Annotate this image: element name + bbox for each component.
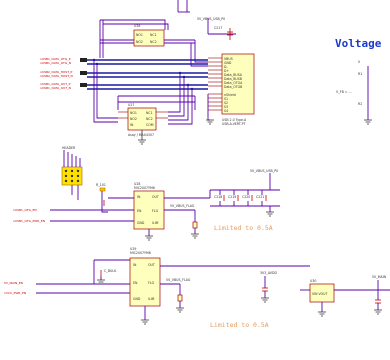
- net-otg-en: nUSB1_OTG_EN: [13, 208, 37, 212]
- left-label-5: nUSB1_DATA_OUT_P: [40, 82, 71, 86]
- svg-text:C221: C221: [256, 195, 264, 199]
- svg-text:C217: C217: [214, 26, 222, 30]
- svg-text:FLG: FLG: [148, 281, 155, 285]
- svg-text:Data_OTGA: Data_OTGA: [224, 81, 243, 85]
- left-label-3: nUSB2_DATA_HOST_P: [40, 70, 73, 74]
- net-vbus-right: 5V_VBUS_USB_P0: [250, 169, 278, 173]
- net-left-bottom-1: 5V_MAIN_EN: [4, 281, 23, 285]
- net-flag-1: 5V_VBUS_FLAG: [170, 204, 195, 208]
- svg-text:EN: EN: [137, 209, 142, 213]
- svg-text:V_FB = ...: V_FB = ...: [336, 90, 352, 94]
- svg-text:MIC2007YM6: MIC2007YM6: [134, 186, 155, 190]
- svg-text:NC1: NC1: [146, 111, 153, 115]
- svg-text:U26: U26: [134, 24, 140, 28]
- switch-ic-u26: U26 NO1 NC1 NO2 NC2: [133, 24, 165, 47]
- svg-text:U29: U29: [130, 247, 136, 251]
- svg-text:R1: R1: [358, 72, 362, 76]
- svg-text:NO1: NO1: [130, 111, 137, 115]
- current-limit-note-1: Limited to 0.5A: [214, 224, 273, 232]
- svg-text:Data_OTGB: Data_OTGB: [224, 85, 242, 89]
- svg-text:IN: IN: [133, 263, 137, 267]
- svg-text:ILIM: ILIM: [148, 297, 155, 301]
- svg-text:U27: U27: [128, 103, 134, 107]
- left-label-2: nUSB1_DATA_OTG_N: [40, 61, 71, 65]
- svg-text:USB-A-VERT-PT: USB-A-VERT-PT: [222, 122, 246, 126]
- svg-text:D-: D-: [224, 65, 228, 69]
- svg-text:U28: U28: [134, 182, 140, 186]
- svg-text:OUT: OUT: [152, 195, 159, 199]
- svg-text:EN: EN: [133, 281, 138, 285]
- svg-text:R_101: R_101: [96, 183, 106, 187]
- net-3v3: 3V3_AVDD: [260, 271, 277, 275]
- svg-text:FLG: FLG: [152, 209, 159, 213]
- svg-text:NC2: NC2: [150, 40, 157, 44]
- svg-text:S4: S4: [224, 109, 228, 113]
- svg-text:Data_BUSB: Data_BUSB: [224, 77, 242, 81]
- svg-text:OUT: OUT: [148, 263, 155, 267]
- usb-connector: VBUS GND D- D+ Data_BUSA Data_BUSB Data_…: [221, 53, 255, 126]
- svg-text:U30: U30: [310, 279, 316, 283]
- net-5v-main: 5V_MAIN: [372, 275, 387, 279]
- svg-text:Asay / MAX4307: Asay / MAX4307: [128, 133, 154, 137]
- net-label-vbus-top: 5V_VBUS_USB_P0: [197, 17, 225, 21]
- svg-text:R2: R2: [358, 102, 362, 106]
- mux-ic-u27: U27 NO1 NC1 NO2 NC2 IN COM Asay / MAX4307: [127, 103, 157, 137]
- left-signal-labels: nUSB1_DATA_OTG_P nUSB1_DATA_OTG_N nUSB2_…: [40, 57, 73, 90]
- svg-text:NO2: NO2: [130, 117, 137, 121]
- svg-text:ILIM: ILIM: [152, 221, 159, 225]
- power-switch-u29: U29 MIC2007YM6 IN OUT EN FLG GND ILIM: [129, 247, 161, 307]
- svg-text:USB 2.0 Type-A: USB 2.0 Type-A: [222, 118, 247, 122]
- left-label-1: nUSB1_DATA_OTG_P: [40, 57, 71, 61]
- svg-text:S2: S2: [224, 101, 228, 105]
- net-otg-pwr: nUSB1_OTG_PWR_EN: [13, 219, 45, 223]
- svg-text:VBUS: VBUS: [224, 57, 233, 61]
- net-flag-2: 5V_VBUS_FLAG: [166, 278, 191, 282]
- svg-text:S3: S3: [224, 105, 228, 109]
- net-left-bottom-2: nVCC_PWR_EN: [4, 291, 26, 295]
- svg-text:C218: C218: [214, 195, 222, 199]
- svg-text:HEADER: HEADER: [62, 146, 76, 150]
- sheet-title: Voltage: [335, 37, 382, 50]
- svg-text:C219: C219: [228, 195, 236, 199]
- power-switch-u28: U28 MIC2007YM6 IN OUT EN FLG GND ILIM: [133, 182, 165, 230]
- svg-text:NC1: NC1: [150, 33, 157, 37]
- current-limit-note-2: Limited to 0.5A: [210, 321, 269, 329]
- regulator-u30: U30 VIN VOUT: [309, 279, 335, 303]
- svg-text:C220: C220: [242, 195, 250, 199]
- svg-text:IN: IN: [137, 195, 141, 199]
- svg-text:S1: S1: [224, 97, 228, 101]
- svg-text:COM: COM: [146, 123, 154, 127]
- svg-text:GND: GND: [137, 221, 145, 225]
- svg-text:D+: D+: [224, 69, 229, 73]
- left-label-6: nUSB1_DATA_OUT_N: [40, 86, 71, 90]
- svg-text:NO1: NO1: [136, 33, 143, 37]
- svg-text:NO2: NO2: [136, 40, 143, 44]
- svg-text:GND: GND: [133, 297, 141, 301]
- svg-text:C_BULK: C_BULK: [104, 269, 117, 273]
- svg-text:NC2: NC2: [146, 117, 153, 121]
- svg-text:GND: GND: [224, 61, 232, 65]
- svg-text:V: V: [358, 60, 361, 64]
- svg-text:nShield: nShield: [224, 93, 236, 97]
- svg-text:Data_BUSA: Data_BUSA: [224, 73, 243, 77]
- svg-text:IN: IN: [130, 123, 134, 127]
- left-label-4: nUSB2_DATA_HOST_N: [40, 74, 73, 78]
- svg-text:VIN VOUT: VIN VOUT: [312, 292, 327, 296]
- svg-text:MIC2007YM6: MIC2007YM6: [130, 251, 151, 255]
